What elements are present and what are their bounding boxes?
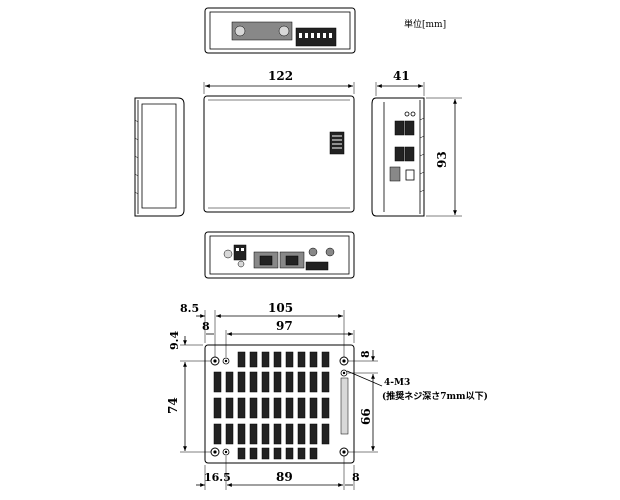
vent-grille [329, 131, 345, 155]
mounting-hole-icon [339, 356, 349, 366]
dim-width: 122 [268, 69, 293, 83]
top-view [204, 7, 356, 54]
screw-icon [234, 25, 246, 37]
left-side-view [134, 97, 185, 217]
front-view [203, 95, 355, 213]
usb-port [394, 146, 405, 162]
led-icon [410, 111, 416, 117]
dim-height: 93 [435, 151, 449, 168]
connector [389, 166, 401, 182]
dim-offset-8-5: 8.5 [180, 302, 199, 315]
audio-jack [325, 247, 335, 257]
display-port [305, 261, 329, 271]
callout-leader [346, 370, 383, 387]
dim-inset-left: 8 [202, 320, 210, 333]
dim-height-74: 74 [166, 397, 180, 414]
rear-bracket [231, 21, 293, 41]
mounting-hole-icon [222, 448, 230, 456]
power-connector [233, 244, 247, 261]
io-panel-view [204, 231, 355, 279]
mounting-hole-icon [210, 447, 220, 457]
callout-depth: (推奨ネジ深さ7mm以下) [382, 390, 488, 402]
dim-pitch-89: 89 [276, 470, 293, 484]
screw-icon [237, 260, 245, 268]
led-icon [404, 111, 410, 117]
dim-inset-right: 8 [359, 350, 372, 358]
usb-port [394, 120, 405, 136]
slot [405, 169, 415, 181]
dim-offset-9-4: 9.4 [168, 331, 181, 350]
unit-label: 単位[mm] [404, 18, 446, 30]
dim-inset-bottom: 8 [352, 471, 360, 484]
mounting-hole-icon [222, 357, 230, 365]
dim-hole-pitch: 105 [268, 301, 293, 315]
dim-depth: 41 [393, 69, 410, 83]
mounting-hole-icon [210, 356, 220, 366]
usb-port [404, 146, 415, 162]
side-rail [340, 377, 349, 435]
screw-icon [223, 249, 233, 259]
mounting-hole-icon [340, 369, 348, 377]
audio-jack [308, 247, 318, 257]
usb-port [404, 120, 415, 136]
mounting-hole-icon [339, 447, 349, 457]
dim-inner: 97 [276, 319, 293, 333]
dim-offset-16-5: 16.5 [204, 471, 231, 484]
heatsink-plan [204, 344, 355, 464]
screw-icon [278, 25, 290, 37]
dim-height-66: 66 [359, 408, 373, 425]
callout-thread: 4-M3 [384, 378, 410, 388]
right-side-view [371, 97, 425, 217]
terminal-block [295, 27, 337, 47]
fin-grid [213, 351, 330, 460]
